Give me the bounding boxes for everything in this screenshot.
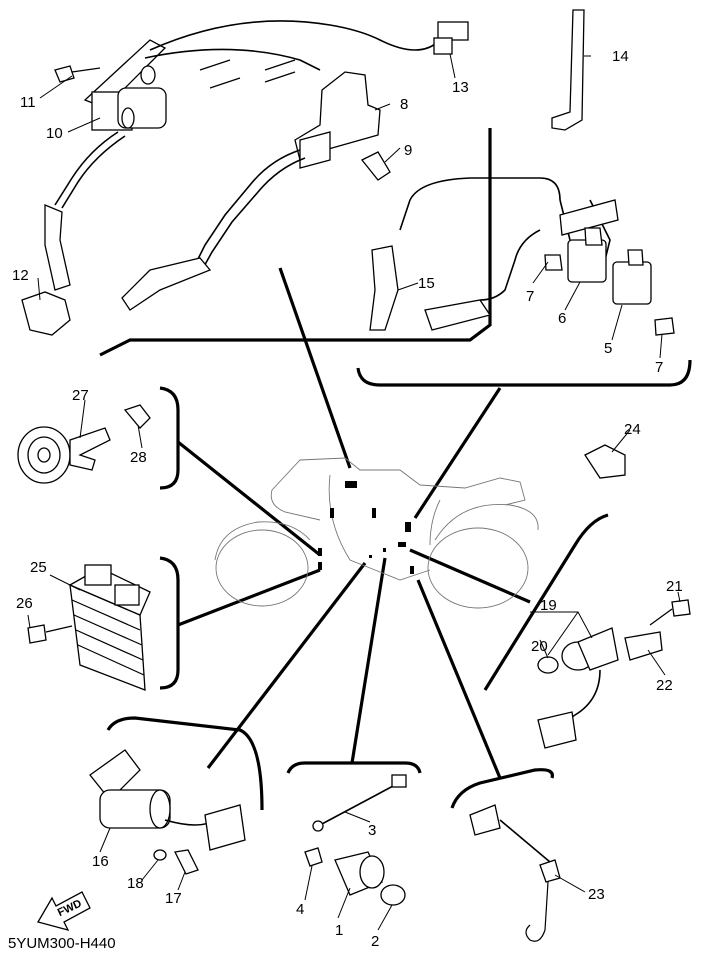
- callout-4: 4: [296, 901, 304, 918]
- ignition-coil-right-group: [369, 177, 675, 336]
- callout-21: 21: [666, 578, 683, 595]
- callout-6: 6: [558, 310, 566, 327]
- relay-group: [89, 749, 246, 875]
- callout-1: 1: [335, 922, 343, 939]
- frame-top-left: [99, 128, 492, 357]
- callout-3: 3: [368, 822, 376, 839]
- frame-cable: [286, 761, 422, 774]
- frame-sidestand: [450, 768, 554, 809]
- group-frames: [99, 128, 692, 811]
- washer-18: [153, 849, 167, 861]
- neutral-switch-group: [304, 774, 407, 906]
- bolt-17: [174, 849, 199, 875]
- callout-12: 12: [12, 267, 29, 284]
- sidestand-switch-head: [469, 804, 501, 836]
- cable-tie-14: [551, 9, 585, 131]
- callout-2: 2: [371, 933, 379, 950]
- callout-9: 9: [404, 142, 412, 159]
- bolt-4: [304, 847, 323, 867]
- bolt-7-lower: [654, 317, 675, 336]
- rectifier-group: [27, 564, 151, 691]
- callout-28: 28: [130, 449, 147, 466]
- frame-rectifier: [159, 556, 180, 690]
- sidestand-switch-23: [539, 859, 561, 883]
- sidestand-switch-group: [469, 804, 561, 942]
- callout-20: 20: [531, 638, 548, 655]
- callout-10: 10: [46, 125, 63, 142]
- connector-a: [84, 564, 112, 586]
- callout-16: 16: [92, 853, 109, 870]
- callout-23: 23: [588, 886, 605, 903]
- drawing-code: 5YUM300-H440: [8, 935, 116, 952]
- frame-relay: [106, 716, 264, 811]
- relay-connector: [204, 804, 246, 851]
- callout-27: 27: [72, 387, 89, 404]
- clip-24: [584, 444, 626, 479]
- callout-22: 22: [656, 677, 673, 694]
- spark-plug-cap-15: [369, 245, 399, 331]
- callout-24: 24: [624, 421, 641, 438]
- callout-7-upper: 7: [526, 288, 534, 305]
- callout-19: 19: [540, 597, 557, 614]
- callout-14: 14: [612, 48, 629, 65]
- callout-5: 5: [604, 340, 612, 357]
- frame-sensor: [483, 513, 609, 691]
- callout-leaders: [27, 53, 681, 931]
- ignition-coil-6: [567, 239, 607, 283]
- callout-15: 15: [418, 275, 435, 292]
- ignition-coil-left-group: [44, 20, 469, 291]
- callout-18: 18: [127, 875, 144, 892]
- sensor-connector: [537, 711, 577, 749]
- connector-b: [114, 584, 140, 606]
- callout-26: 26: [16, 595, 33, 612]
- spark-plug-cap-left: [44, 204, 71, 291]
- bracket-8-group: [121, 71, 391, 311]
- spark-plug-cap-mid: [121, 257, 212, 311]
- bolt-21: [649, 599, 691, 626]
- callout-7-lower: 7: [655, 359, 663, 376]
- bolt-11: [54, 65, 101, 83]
- ignition-coil-5: [612, 261, 652, 305]
- nut-28: [123, 404, 151, 429]
- motorcycle-outline: [214, 457, 539, 609]
- bolt-9: [360, 151, 391, 181]
- frame-top-right: [356, 359, 692, 387]
- o-ring-20: [537, 656, 559, 674]
- clamp-22: [624, 631, 663, 661]
- frame-horn: [159, 386, 180, 490]
- lead-terminal: [391, 774, 407, 788]
- callout-17: 17: [165, 890, 182, 907]
- callout-8: 8: [400, 96, 408, 113]
- callout-13: 13: [452, 79, 469, 96]
- horn-group: [17, 404, 151, 484]
- callout-25: 25: [30, 559, 47, 576]
- clamp-12: [21, 291, 71, 336]
- fwd-arrow-icon: FWD: [37, 891, 91, 931]
- bolt-26: [27, 624, 73, 644]
- group-leaders: [177, 267, 531, 779]
- o-ring-2: [380, 884, 406, 906]
- callout-11: 11: [20, 94, 36, 111]
- connector-13: [437, 21, 469, 41]
- callout-labels: 1 2 3 4 5 6 7 7 8 9 10 11 12 13 14 15 16…: [12, 48, 683, 950]
- sensor-group: [537, 599, 691, 749]
